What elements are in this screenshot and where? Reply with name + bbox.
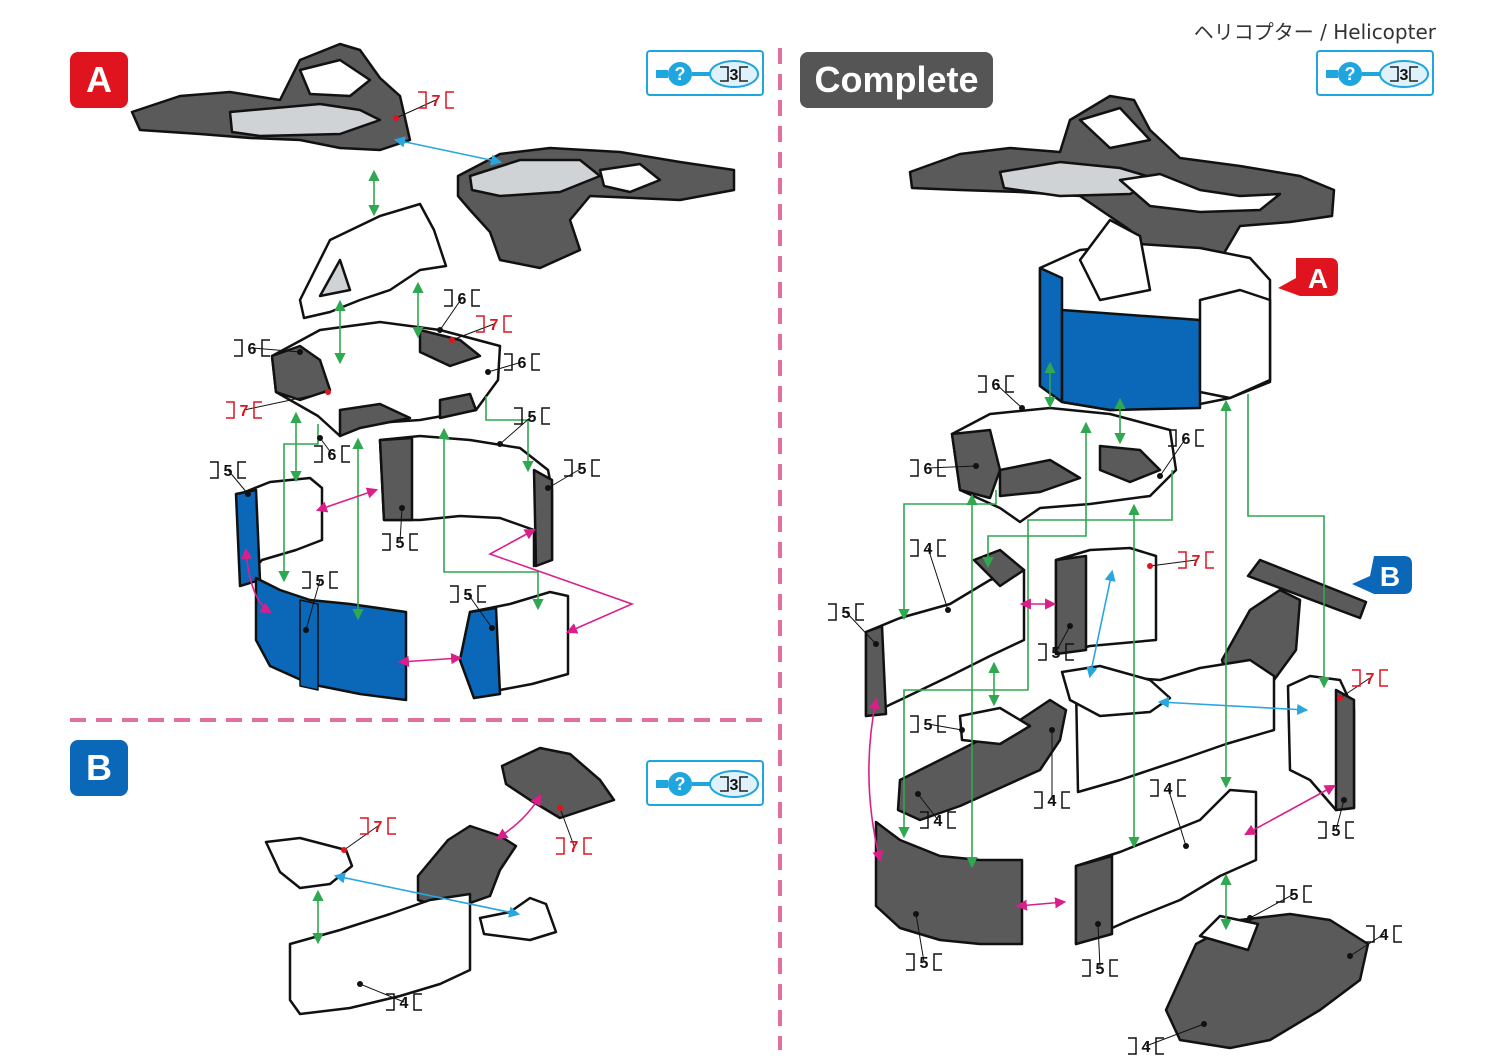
part-label: 5 bbox=[302, 571, 338, 633]
part-number: 7 bbox=[240, 403, 249, 420]
part-number: 7 bbox=[490, 317, 499, 334]
hint-box-b: ? 3 bbox=[646, 760, 764, 806]
part-label: 4 bbox=[357, 981, 422, 1012]
part-number: 4 bbox=[400, 995, 409, 1012]
part-label: 5 bbox=[497, 407, 550, 447]
part-number: 6 bbox=[518, 355, 527, 372]
hint-box-a: ? 3 bbox=[646, 50, 764, 96]
hint-number: 3 bbox=[730, 67, 739, 84]
section-b-arrows bbox=[312, 794, 542, 945]
callout-a: A bbox=[1278, 258, 1338, 296]
part-label: 6 bbox=[234, 339, 303, 358]
hint-question-icon: ? 3 bbox=[656, 60, 759, 88]
part-label: 5 bbox=[210, 461, 251, 497]
part-number: 5 bbox=[1290, 887, 1299, 904]
part-number: 4 bbox=[1142, 1039, 1151, 1056]
part-label: 5 bbox=[450, 585, 495, 631]
part-number: 6 bbox=[1182, 431, 1191, 448]
part-number: 4 bbox=[1048, 793, 1057, 810]
part-label: 7 bbox=[556, 805, 592, 856]
hint-number: 3 bbox=[1400, 67, 1409, 84]
part-number: 5 bbox=[528, 409, 537, 426]
part-number: 5 bbox=[578, 461, 587, 478]
part-number: 4 bbox=[1380, 927, 1389, 944]
part-label: 4 bbox=[1347, 925, 1402, 959]
hint-question-icon: ? 3 bbox=[1326, 60, 1429, 88]
part-label: 4 bbox=[910, 539, 951, 613]
part-label: 6 bbox=[910, 459, 979, 478]
part-label: 6 bbox=[485, 353, 540, 375]
part-label: 4 bbox=[1128, 1021, 1207, 1056]
svg-text:?: ? bbox=[675, 774, 686, 794]
complete-pieces bbox=[864, 94, 1370, 1050]
part-number: 5 bbox=[1332, 823, 1341, 840]
callout-b: B bbox=[1352, 556, 1412, 594]
part-number: 5 bbox=[920, 955, 929, 972]
hint-number: 3 bbox=[730, 777, 739, 794]
part-number: 6 bbox=[992, 377, 1001, 394]
part-number: 4 bbox=[934, 813, 943, 830]
svg-text:?: ? bbox=[1345, 64, 1356, 84]
divider-lines bbox=[70, 48, 782, 1050]
page-title: ヘリコプター / Helicopter bbox=[1193, 20, 1436, 44]
part-label: 5 bbox=[1247, 885, 1312, 921]
svg-text:?: ? bbox=[675, 64, 686, 84]
part-number: 7 bbox=[1366, 671, 1375, 688]
step-b-badge: B bbox=[70, 740, 128, 796]
part-label: 5 bbox=[910, 715, 965, 734]
part-number: 7 bbox=[1192, 553, 1201, 570]
part-number: 7 bbox=[432, 93, 441, 110]
part-label: 7 bbox=[1147, 551, 1214, 570]
section-a-pieces bbox=[130, 42, 736, 702]
complete-badge: Complete bbox=[800, 52, 993, 108]
part-label: 6 bbox=[978, 375, 1025, 411]
part-number: 7 bbox=[374, 819, 383, 836]
part-number: 5 bbox=[924, 717, 933, 734]
section-b-pieces bbox=[264, 746, 616, 1016]
callout-a-label: A bbox=[1308, 263, 1328, 294]
part-label: 5 bbox=[545, 459, 600, 491]
complete-arrows bbox=[868, 361, 1336, 931]
part-label: 5 bbox=[1082, 921, 1118, 978]
part-number: 6 bbox=[924, 461, 933, 478]
section-a-arrows bbox=[241, 136, 635, 667]
part-label: 4 bbox=[1150, 779, 1189, 849]
callout-b-label: B bbox=[1380, 561, 1400, 592]
part-label: 7 bbox=[226, 389, 331, 420]
part-number: 5 bbox=[1052, 645, 1061, 662]
part-label: 7 bbox=[393, 91, 454, 121]
part-label: 5 bbox=[1038, 623, 1074, 662]
part-number: 4 bbox=[924, 541, 933, 558]
part-label: 5 bbox=[828, 603, 879, 647]
part-number: 5 bbox=[224, 463, 233, 480]
part-label: 6 bbox=[314, 435, 350, 464]
part-label: 5 bbox=[906, 911, 942, 972]
part-number: 5 bbox=[1096, 961, 1105, 978]
part-label: 5 bbox=[382, 505, 418, 552]
part-number: 5 bbox=[464, 587, 473, 604]
part-label: 7 bbox=[341, 817, 396, 853]
part-number: 5 bbox=[316, 573, 325, 590]
part-label: 6 bbox=[1157, 429, 1204, 479]
part-label: 4 bbox=[915, 791, 956, 830]
part-number: 4 bbox=[1164, 781, 1173, 798]
hint-box-complete: ? 3 bbox=[1316, 50, 1434, 96]
part-number: 5 bbox=[842, 605, 851, 622]
hint-question-icon: ? 3 bbox=[656, 770, 759, 798]
part-label: 7 bbox=[1337, 669, 1388, 701]
part-number: 6 bbox=[248, 341, 257, 358]
part-label: 4 bbox=[1034, 727, 1070, 810]
part-number-labels: 7 6 7 6 6 7 6 5 5 5 5 5 5 7 7 4 6 6 6 4 5 7 5 5 4 4 7 4 5 5 5 5 4 4 bbox=[210, 91, 1402, 1056]
part-label: 5 bbox=[1318, 797, 1354, 840]
step-a-badge: A bbox=[70, 52, 128, 108]
part-number: 5 bbox=[396, 535, 405, 552]
part-label: 6 bbox=[437, 289, 480, 333]
part-number: 6 bbox=[328, 447, 337, 464]
part-label: 7 bbox=[449, 315, 512, 343]
part-number: 7 bbox=[570, 839, 579, 856]
part-number: 6 bbox=[458, 291, 467, 308]
